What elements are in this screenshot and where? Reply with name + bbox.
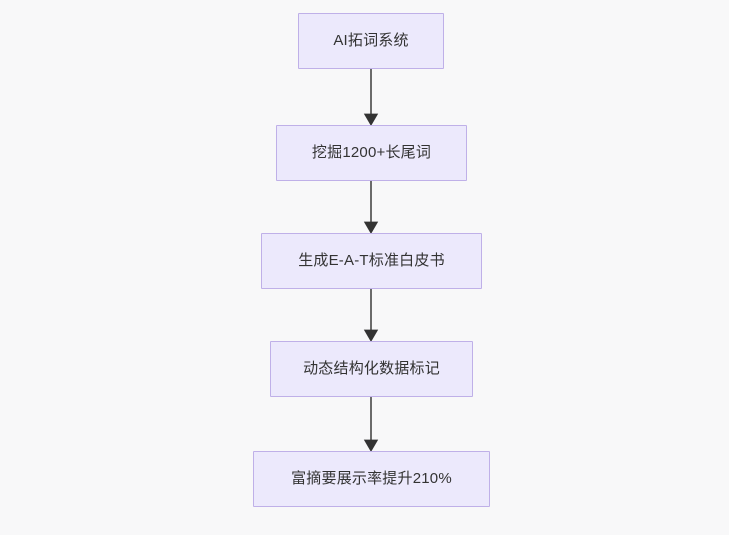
- flow-node-label: 富摘要展示率提升210%: [291, 470, 452, 487]
- flow-node-generate-eat-whitepaper[interactable]: 生成E-A-T标准白皮书: [261, 233, 482, 289]
- flow-node-rich-snippet-impression-uplift[interactable]: 富摘要展示率提升210%: [253, 451, 490, 507]
- flow-node-label: 动态结构化数据标记: [303, 360, 440, 377]
- flow-node-label: 生成E-A-T标准白皮书: [298, 252, 445, 269]
- flow-node-dynamic-structured-data-markup[interactable]: 动态结构化数据标记: [270, 341, 473, 397]
- flow-node-ai-keyword-system[interactable]: AI拓词系统: [298, 13, 444, 69]
- flow-node-mine-longtail-keywords[interactable]: 挖掘1200+长尾词: [276, 125, 467, 181]
- flow-node-label: AI拓词系统: [333, 32, 409, 49]
- flow-node-label: 挖掘1200+长尾词: [311, 144, 432, 161]
